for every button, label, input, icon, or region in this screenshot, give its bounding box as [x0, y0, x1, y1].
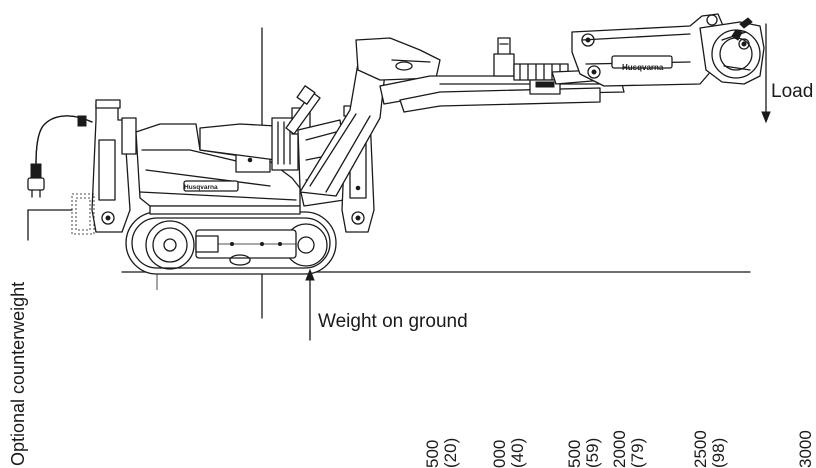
body-logo: Husqvarna [184, 184, 218, 191]
weight-on-ground-label: Weight on ground [318, 311, 468, 332]
scale-tick-mm: 500 [565, 440, 584, 468]
load-label: Load [771, 81, 813, 102]
arm-system [285, 13, 765, 197]
weight-arrow-icon [305, 268, 315, 281]
scale-tick-mm: 000 [490, 440, 509, 468]
scale-tick-mm: 2500 [691, 430, 710, 468]
scale-tick-inch: (59) [583, 438, 602, 468]
scale-tick-mm: 2000 [610, 430, 629, 468]
optional-counterweight [71, 193, 95, 235]
power-cable-icon [27, 115, 93, 198]
scale-tick-mm: 3000 [796, 430, 815, 468]
rear-outrigger [91, 99, 137, 233]
scale-tick-inch: (98) [709, 438, 728, 468]
arm-logo: Husqvarna [622, 63, 664, 72]
scale-axis: 500 (20) 000 (40) 500 (59) 2000 (79) 250… [423, 430, 815, 468]
crawler-track [125, 211, 337, 275]
load-arrow-icon [761, 111, 771, 124]
optional-counterweight-label: Optional counterweight [8, 282, 28, 466]
scale-tick-inch: (20) [441, 438, 460, 468]
machine-body [135, 107, 345, 215]
scale-tick-inch: (40) [508, 438, 527, 468]
scale-tick-mm: 500 [423, 440, 442, 468]
scale-tick-inch: (79) [628, 438, 647, 468]
